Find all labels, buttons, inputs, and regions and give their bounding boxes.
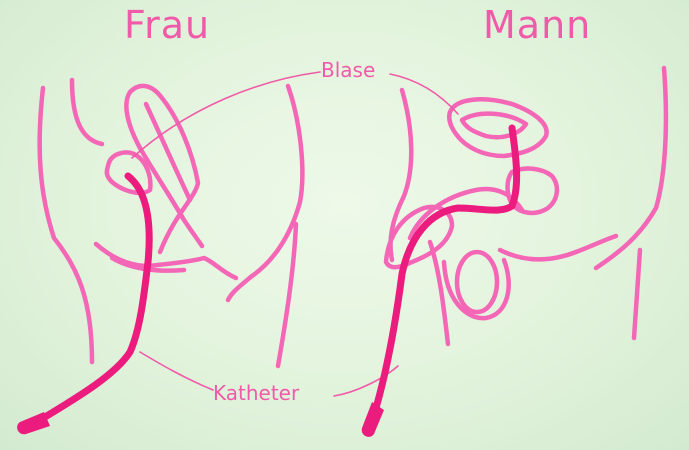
male-thigh-outline: [430, 242, 448, 344]
male-anatomy-outline: [386, 68, 666, 344]
male-perineum-outline: [500, 236, 616, 259]
bladder-leader-female: [132, 72, 320, 158]
female-anatomy-outline: [40, 80, 303, 366]
catheter-leader-female: [140, 352, 213, 390]
bladder-label: Blase: [321, 60, 375, 80]
male-bladder-inner: [462, 114, 526, 138]
male-testicle-outline: [457, 252, 497, 312]
male-leg-outline: [634, 250, 640, 338]
female-catheter: [40, 176, 149, 420]
female-uterus-outline: [126, 86, 202, 252]
catheter-label: Katheter: [213, 383, 299, 403]
male-scrotum-outline: [444, 260, 509, 318]
female-spine-line: [72, 80, 102, 144]
female-catheter-tip: [17, 412, 50, 434]
male-catheter-tip: [362, 402, 384, 437]
male-urethra-curve: [410, 189, 522, 238]
bladder-leader-male: [390, 74, 458, 114]
male-bladder-outline: [449, 99, 546, 156]
